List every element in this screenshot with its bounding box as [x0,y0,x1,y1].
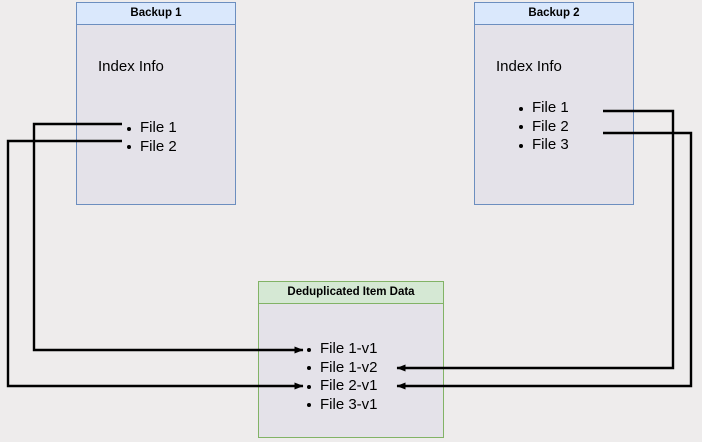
backup-1-index-info-label: Index Info [98,58,164,75]
dedup-item[interactable]: File 1-v1 [306,340,378,359]
backup-1-file-item[interactable]: File 1 [126,119,177,138]
backup-2-file-item[interactable]: File 1 [518,99,569,118]
deduplicated-item-data-title: Deduplicated Item Data [259,282,443,304]
backup-1-file-list: File 1 File 2 [126,119,177,156]
dedup-item[interactable]: File 2-v1 [306,377,378,396]
backup-2-body: Index Info File 1 File 2 File 3 [475,25,633,204]
deduplicated-item-data-box[interactable]: Deduplicated Item Data File 1-v1 File 1-… [258,281,444,438]
deduplicated-item-data-body: File 1-v1 File 1-v2 File 2-v1 File 3-v1 [259,304,443,437]
backup-1-box[interactable]: Backup 1 Index Info File 1 File 2 [76,2,236,205]
backup-2-index-info-label: Index Info [496,58,562,75]
backup-1-file-item[interactable]: File 2 [126,138,177,157]
backup-2-box[interactable]: Backup 2 Index Info File 1 File 2 File 3 [474,2,634,205]
backup-1-body: Index Info File 1 File 2 [77,25,235,204]
backup-2-file-item[interactable]: File 2 [518,118,569,137]
backup-2-file-item[interactable]: File 3 [518,136,569,155]
backup-2-file-list: File 1 File 2 File 3 [518,99,569,155]
backup-1-title: Backup 1 [77,3,235,25]
backup-2-title: Backup 2 [475,3,633,25]
dedup-item[interactable]: File 1-v2 [306,359,378,378]
dedup-item[interactable]: File 3-v1 [306,396,378,415]
dedup-item-list: File 1-v1 File 1-v2 File 2-v1 File 3-v1 [306,340,378,414]
